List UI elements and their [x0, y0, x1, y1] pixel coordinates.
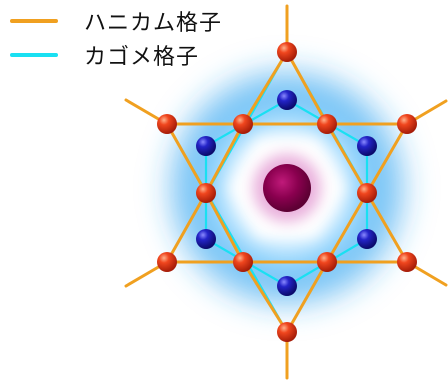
legend-swatch-kagome — [10, 53, 58, 57]
legend-item-honeycomb: ハニカム格子 — [10, 6, 222, 36]
legend-swatch-honeycomb — [10, 19, 58, 23]
legend-label-kagome: カゴメ格子 — [84, 45, 200, 70]
legend-label-honeycomb: ハニカム格子 — [84, 11, 223, 36]
orange-atom — [317, 252, 337, 272]
bond — [365, 122, 409, 195]
blue-atom — [196, 229, 216, 249]
blue-atom — [277, 90, 297, 110]
orange-atom — [277, 42, 297, 62]
bond — [241, 50, 289, 126]
orange-atom — [157, 252, 177, 272]
center-spot — [263, 164, 311, 212]
orange-atom — [233, 252, 253, 272]
orange-atom — [357, 183, 377, 203]
atoms — [157, 42, 417, 342]
orange-atom — [277, 322, 297, 342]
blue-atom — [357, 136, 377, 156]
orange-atom — [157, 114, 177, 134]
bond — [365, 191, 409, 264]
orange-atom — [397, 114, 417, 134]
legend-item-kagome: カゴメ格子 — [10, 40, 199, 70]
orange-atom — [397, 252, 417, 272]
orange-atom — [196, 183, 216, 203]
blue-atom — [196, 136, 216, 156]
blue-atom — [277, 276, 297, 296]
bond — [241, 260, 289, 334]
orange-atom — [317, 114, 337, 134]
bond — [285, 260, 329, 334]
blue-atom — [357, 229, 377, 249]
glow-layer — [159, 60, 415, 316]
bond — [165, 191, 208, 264]
legend: ハニカム格子 カゴメ格子 — [0, 0, 260, 70]
orange-atom — [233, 114, 253, 134]
bond — [165, 122, 208, 195]
bond — [285, 50, 329, 126]
